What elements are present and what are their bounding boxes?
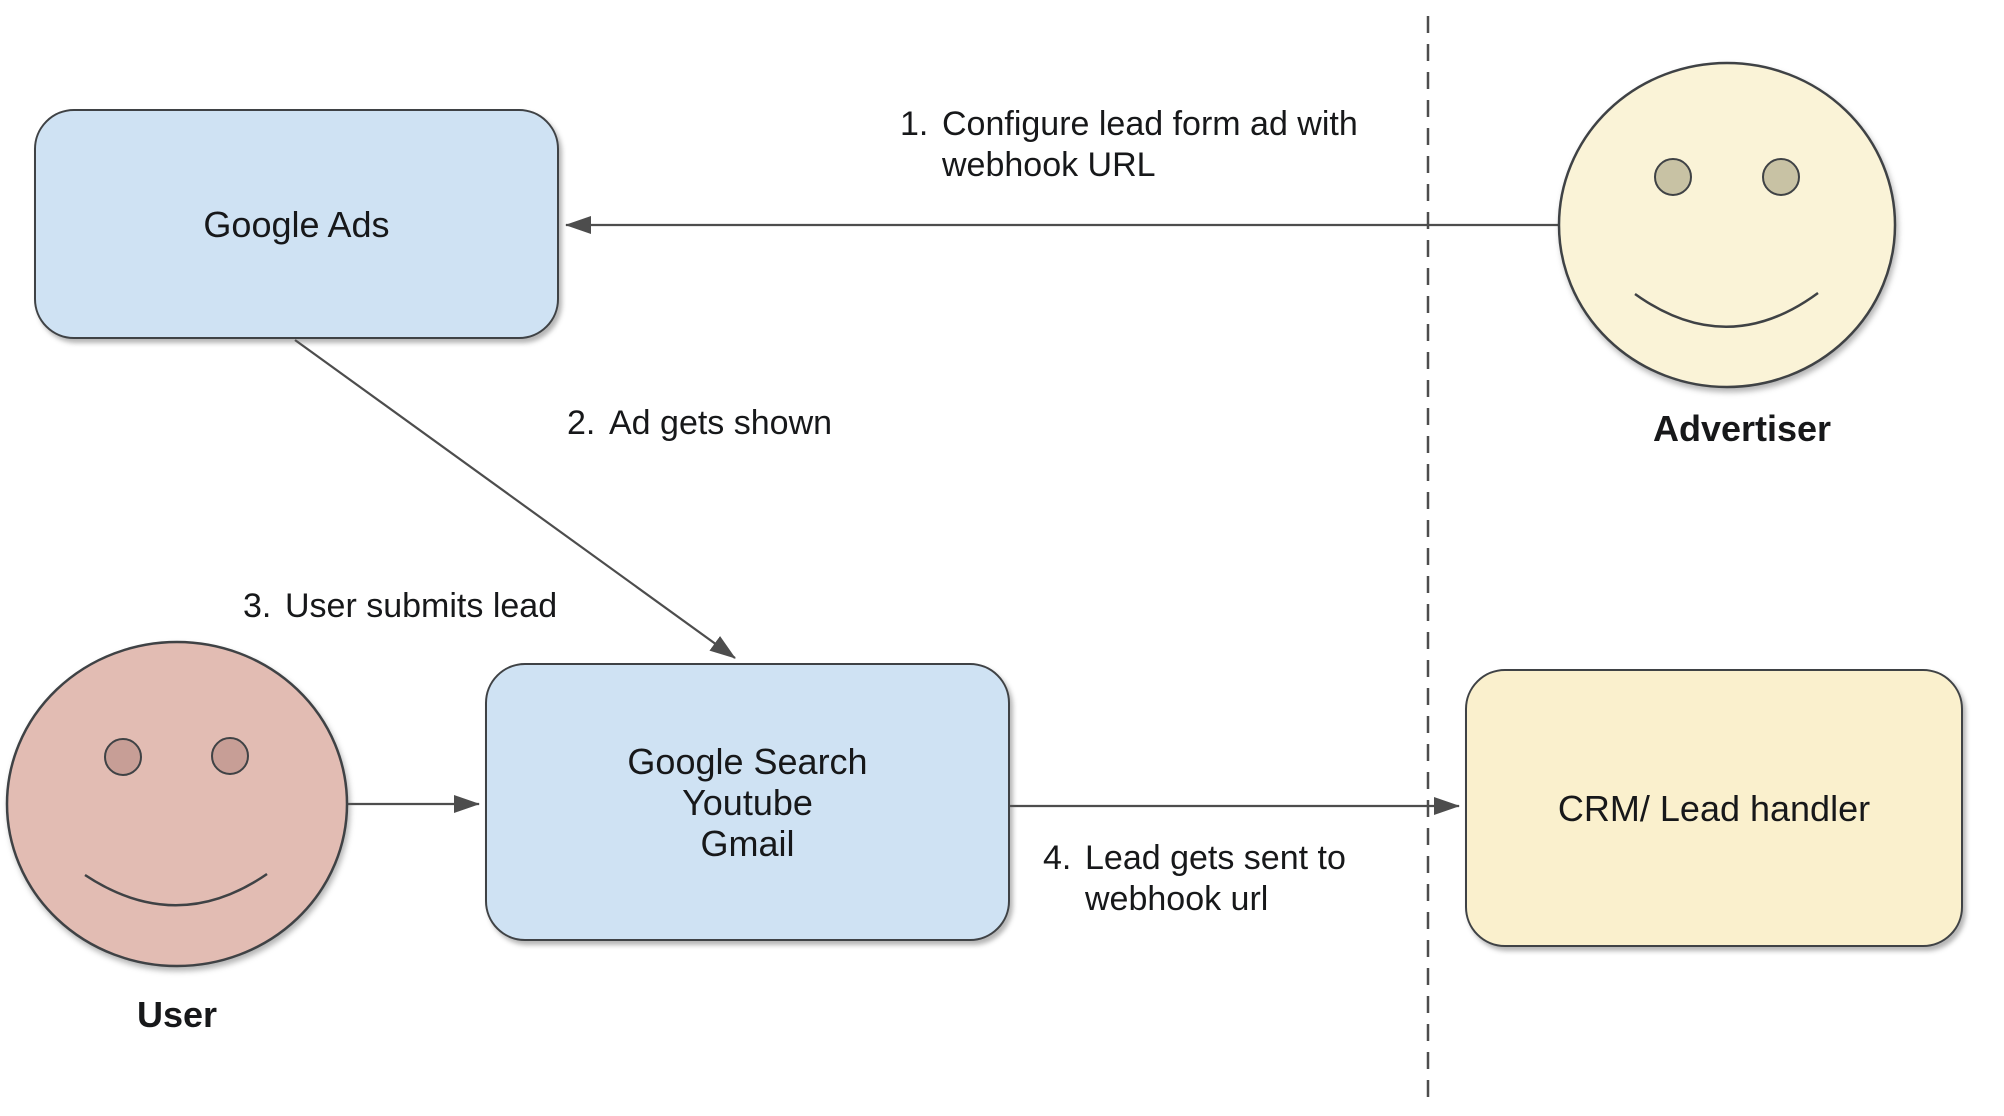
- google-ads-node: Google Ads: [34, 109, 559, 339]
- step-3-label: 3. User submits lead: [243, 586, 557, 627]
- advertiser-head: [1557, 61, 1897, 389]
- step-4-text-line-2: webhook url: [1085, 880, 1269, 918]
- advertiser-label: Advertiser: [1652, 408, 1832, 449]
- user-face-icon: [5, 640, 349, 968]
- step-1-label: 1. Configure lead form ad with webhook U…: [900, 104, 1358, 186]
- advertiser-left-eye-icon: [1654, 158, 1692, 196]
- google-surfaces-line-search: Google Search: [627, 740, 868, 782]
- step-4-number: 4.: [1043, 839, 1072, 877]
- arrow-step-2-ad-gets-shown: [294, 339, 736, 659]
- user-right-eye-icon: [211, 737, 249, 775]
- step-2-label: 2. Ad gets shown: [567, 403, 832, 444]
- google-surfaces-line-youtube: Youtube: [682, 781, 813, 823]
- crm-node-label: CRM/ Lead handler: [1557, 787, 1871, 829]
- step-1-text-line-1: Configure lead form ad with: [942, 105, 1358, 143]
- step-1-text-line-2: webhook URL: [942, 146, 1156, 184]
- advertiser-right-eye-icon: [1762, 158, 1800, 196]
- google-surfaces-node: Google Search Youtube Gmail: [485, 663, 1010, 941]
- user-left-eye-icon: [104, 738, 142, 776]
- google-ads-node-label: Google Ads: [203, 203, 390, 245]
- user-smile-icon: [84, 872, 268, 907]
- step-2-number: 2.: [567, 404, 596, 442]
- crm-lead-handler-node: CRM/ Lead handler: [1465, 669, 1963, 947]
- advertiser-face-icon: [1557, 61, 1897, 389]
- advertiser-smile-icon: [1634, 291, 1819, 328]
- user-head: [5, 640, 349, 968]
- step-2-text-line-1: Ad gets shown: [609, 404, 833, 442]
- step-4-label: 4. Lead gets sent to webhook url: [1043, 838, 1346, 920]
- user-label: User: [136, 994, 218, 1035]
- step-4-text-line-1: Lead gets sent to: [1085, 839, 1346, 877]
- google-surfaces-line-gmail: Gmail: [700, 822, 795, 864]
- step-1-number: 1.: [900, 105, 929, 143]
- step-3-number: 3.: [243, 587, 272, 625]
- step-3-text-line-1: User submits lead: [285, 587, 558, 625]
